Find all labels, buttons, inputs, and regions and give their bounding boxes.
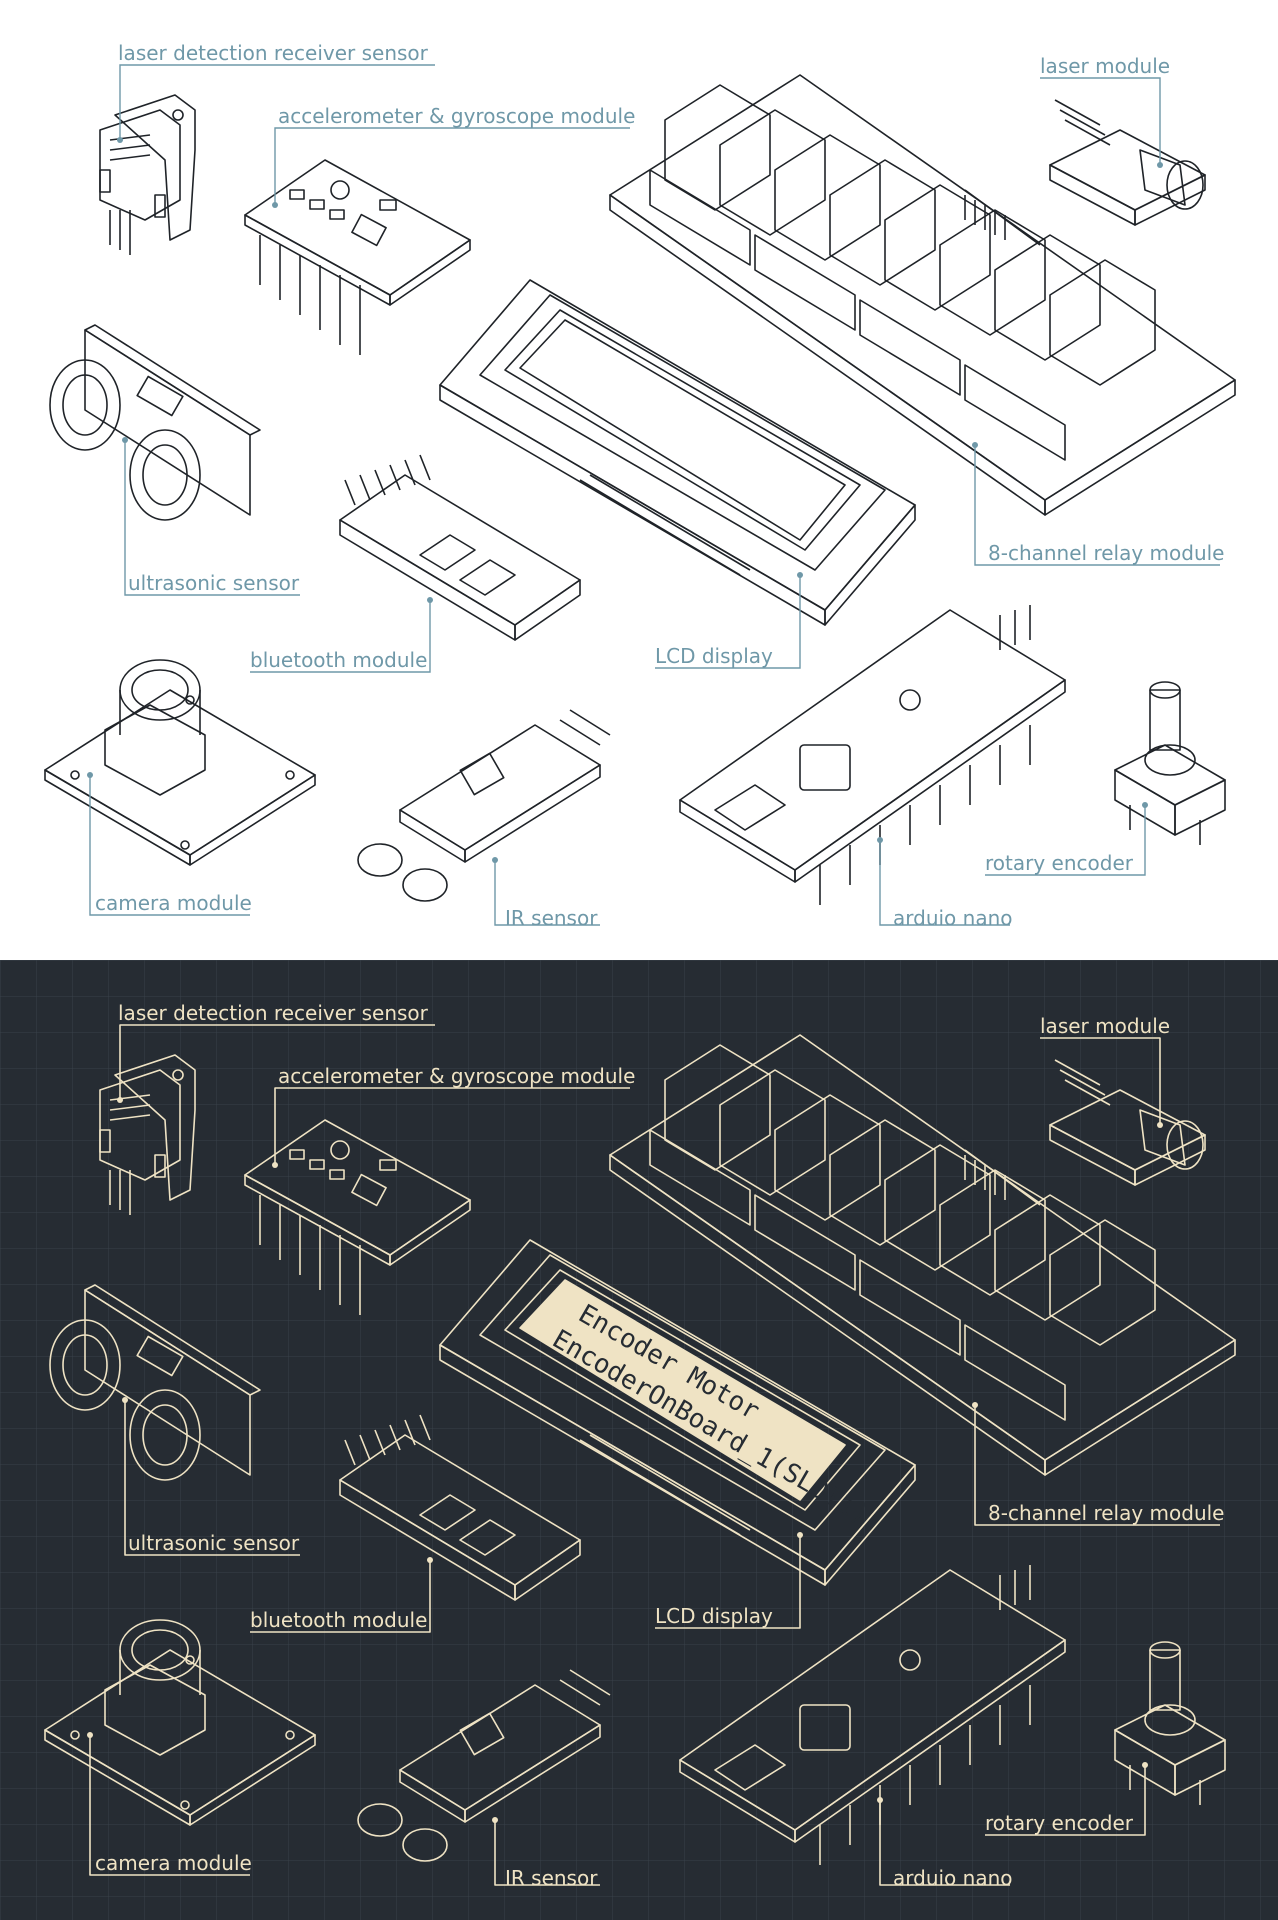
arduino-nano-dark [679, 1565, 1066, 1865]
dark-label-ultrasonic-sensor: ultrasonic sensor [128, 1531, 300, 1555]
relay-module [609, 74, 1236, 516]
dark-label-rotary-encoder: rotary encoder [985, 1811, 1134, 1835]
dark-blueprint-panel: Encoder Motor EncoderOnBoard_1(SLOT1); l… [0, 960, 1278, 1920]
ir-sensor-dark [357, 1669, 611, 1862]
label-laser-detection-receiver-sensor: laser detection receiver sensor [118, 41, 429, 65]
laser-detection-receiver-sensor-dark [99, 1054, 196, 1215]
light-illustration: laser detection receiver sensor accelero… [44, 41, 1236, 930]
label-rotary-encoder: rotary encoder [985, 851, 1134, 875]
label-bluetooth-module: bluetooth module [250, 648, 427, 672]
laser-module-dark [1049, 1059, 1206, 1186]
dark-label-arduino-nano: arduio nano [893, 1866, 1013, 1890]
dark-label-lcd-display: LCD display [655, 1604, 773, 1628]
accelerometer-gyroscope-module [244, 159, 471, 355]
lcd-display [439, 279, 916, 626]
arduino-nano [679, 605, 1066, 905]
ir-sensor [357, 709, 611, 902]
label-laser-module: laser module [1040, 54, 1170, 78]
label-camera-module: camera module [95, 891, 252, 915]
relay-module-dark [609, 1034, 1236, 1476]
dark-label-laser-detection-receiver-sensor: laser detection receiver sensor [118, 1001, 429, 1025]
camera-module [44, 659, 316, 866]
camera-module-dark [44, 1619, 316, 1826]
bluetooth-module [339, 454, 581, 641]
label-relay-module: 8-channel relay module [988, 541, 1224, 565]
grid-background [0, 960, 1278, 1920]
dark-label-ir-sensor: IR sensor [505, 1866, 598, 1890]
accelerometer-gyroscope-module-dark [244, 1119, 471, 1315]
lcd-display-dark [439, 1239, 916, 1586]
label-ultrasonic-sensor: ultrasonic sensor [128, 571, 300, 595]
bluetooth-module-dark [339, 1414, 581, 1601]
dark-label-accelerometer-gyroscope-module: accelerometer & gyroscope module [278, 1064, 635, 1088]
label-lcd-display: LCD display [655, 644, 773, 668]
dark-label-camera-module: camera module [95, 1851, 252, 1875]
laser-detection-receiver-sensor [99, 94, 196, 255]
label-arduino-nano: arduio nano [893, 906, 1013, 930]
rotary-encoder-dark [1114, 1641, 1226, 1805]
label-accelerometer-gyroscope-module: accelerometer & gyroscope module [278, 104, 635, 128]
laser-module [1049, 99, 1206, 226]
ultrasonic-sensor [49, 324, 261, 521]
lcd-screen [519, 1279, 846, 1501]
light-blueprint-panel: laser detection receiver sensor accelero… [44, 41, 1236, 930]
ultrasonic-sensor-dark [49, 1284, 261, 1481]
dark-illustration: Encoder Motor EncoderOnBoard_1(SLOT1); l… [0, 960, 1278, 1920]
dark-label-relay-module: 8-channel relay module [988, 1501, 1224, 1525]
dark-label-laser-module: laser module [1040, 1014, 1170, 1038]
rotary-encoder [1114, 681, 1226, 845]
label-ir-sensor: IR sensor [505, 906, 598, 930]
dark-label-bluetooth-module: bluetooth module [250, 1608, 427, 1632]
